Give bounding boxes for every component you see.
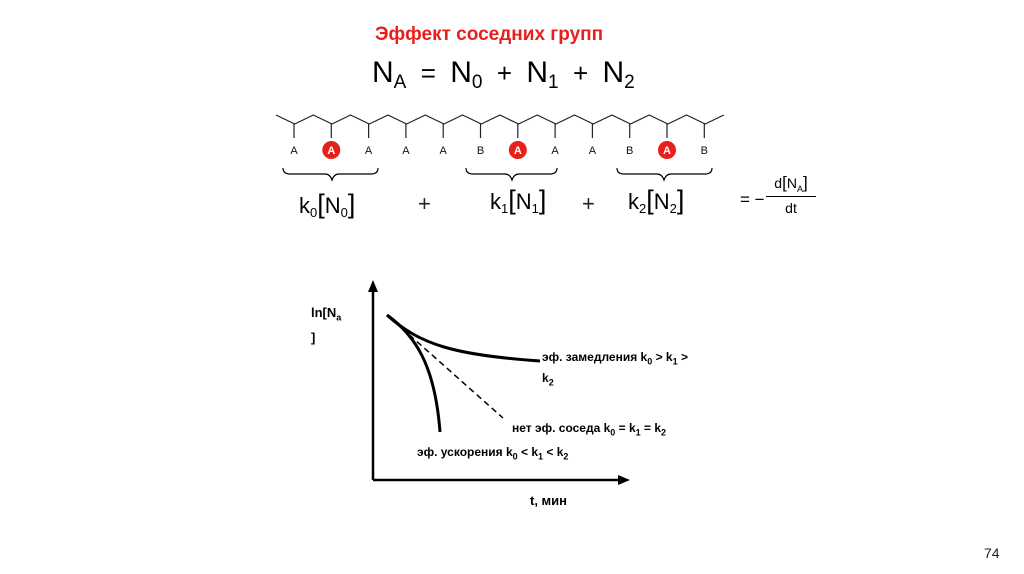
chain-zigzag: [275, 114, 725, 125]
plus-1: +: [418, 191, 431, 216]
term-k1n1: k1[N1]: [490, 185, 547, 216]
rhs-n: N: [786, 175, 797, 191]
n0: N: [324, 193, 341, 218]
label-no-effect-s0: 0: [610, 427, 616, 438]
chain-backbone: [275, 114, 725, 138]
substituent-label: A: [514, 145, 522, 157]
substituent-label: A: [327, 145, 335, 157]
substituent-label: A: [402, 145, 410, 157]
eq-plus-2: +: [572, 58, 589, 88]
k1-sub: 1: [501, 201, 509, 216]
label-retardation-m1: > k: [652, 350, 673, 364]
eq-lhs: N: [372, 56, 394, 89]
substituent-label: B: [701, 145, 708, 157]
substituent-label: A: [663, 145, 671, 157]
n2-sub: 2: [669, 201, 677, 216]
label-acceleration-text: эф. ускорения k: [417, 445, 513, 459]
eq-lhs-sub: A: [393, 72, 407, 93]
label-retardation-s1: 1: [672, 356, 678, 367]
brace-n1: [465, 167, 558, 182]
label-acceleration-m1: < k: [517, 445, 539, 459]
k2: k: [628, 189, 639, 214]
eq-n2-sub: 2: [624, 72, 635, 93]
eq-n0: N: [450, 56, 472, 89]
term-k2n2: k2[N2]: [628, 185, 685, 216]
label-acceleration-m2: < k: [543, 445, 564, 459]
y-axis-label-text: ln[N: [311, 305, 337, 320]
substituent-label: A: [440, 145, 448, 157]
eq-n0-sub: 0: [471, 72, 483, 93]
label-retardation-s2: 2: [548, 377, 554, 388]
label-retardation-l2: k: [542, 371, 549, 386]
substituent-label: A: [290, 145, 298, 157]
label-no-effect: нет эф. соседа k0 = k1 = k2: [512, 421, 666, 437]
label-retardation-text: эф. замедления k: [542, 350, 648, 364]
label-retardation: эф. замедления k0 > k1 > k2: [542, 349, 688, 392]
rhs-d: d: [774, 175, 783, 191]
k0: k: [299, 193, 310, 218]
curve-acceleration: [386, 313, 442, 433]
substituent-label: A: [551, 145, 559, 157]
x-axis-label: t, мин: [530, 493, 568, 508]
eq-equals: =: [420, 58, 436, 88]
n1: N: [515, 189, 532, 214]
eq-n1: N: [526, 56, 549, 89]
x-axis-arrow-icon: [618, 475, 630, 485]
label-no-effect-s1: 1: [635, 427, 641, 438]
y-axis-arrow-icon: [368, 280, 378, 292]
label-acceleration-s1: 1: [538, 451, 544, 462]
k2-sub: 2: [639, 201, 647, 216]
plus-2: +: [582, 191, 595, 216]
brace-n2: [616, 167, 713, 182]
eq-n1-sub: 1: [548, 72, 559, 93]
label-retardation-m2: >: [677, 350, 688, 364]
substituent-label: A: [589, 145, 597, 157]
label-acceleration-s2: 2: [563, 451, 569, 462]
eq-plus-1: +: [496, 58, 513, 88]
term-k0n0: k0[N0]: [299, 189, 356, 220]
rhs-denominator: dt: [785, 200, 797, 216]
substituent-label: A: [365, 145, 373, 157]
label-acceleration: эф. ускорения k0 < k1 < k2: [417, 445, 568, 461]
substituent-label: B: [477, 145, 484, 157]
y-axis-label: ln[Na]: [311, 303, 341, 347]
k1: k: [490, 189, 501, 214]
highlight-circle: [322, 141, 341, 159]
y-axis-label-sub: a: [336, 312, 342, 323]
substituent-label: B: [626, 145, 633, 157]
n2: N: [653, 189, 670, 214]
n1-sub: 1: [531, 201, 539, 216]
label-no-effect-text: нет эф. соседа k: [512, 421, 611, 435]
slide-title: Эффект соседних групп: [375, 24, 604, 45]
label-no-effect-m1: = k: [615, 421, 636, 435]
rhs-n-sub: A: [796, 183, 803, 194]
brace-n0: [282, 167, 379, 182]
rhs-prefix: = −: [740, 190, 765, 209]
highlight-circle: [658, 141, 676, 159]
k0-sub: 0: [310, 205, 318, 220]
main-equation: NA = N0 + N1 + N2: [372, 56, 635, 94]
label-acceleration-s0: 0: [512, 451, 518, 462]
rhs-numerator: d[NA]: [766, 173, 816, 197]
label-no-effect-s2: 2: [661, 427, 667, 438]
label-no-effect-m2: = k: [640, 421, 662, 435]
n0-sub: 0: [340, 205, 348, 220]
slide-number: 74: [984, 545, 1000, 561]
label-retardation-s0: 0: [647, 356, 653, 367]
y-axis-label-end: ]: [311, 329, 316, 345]
highlight-circle: [508, 141, 527, 159]
eq-n2: N: [602, 56, 625, 89]
